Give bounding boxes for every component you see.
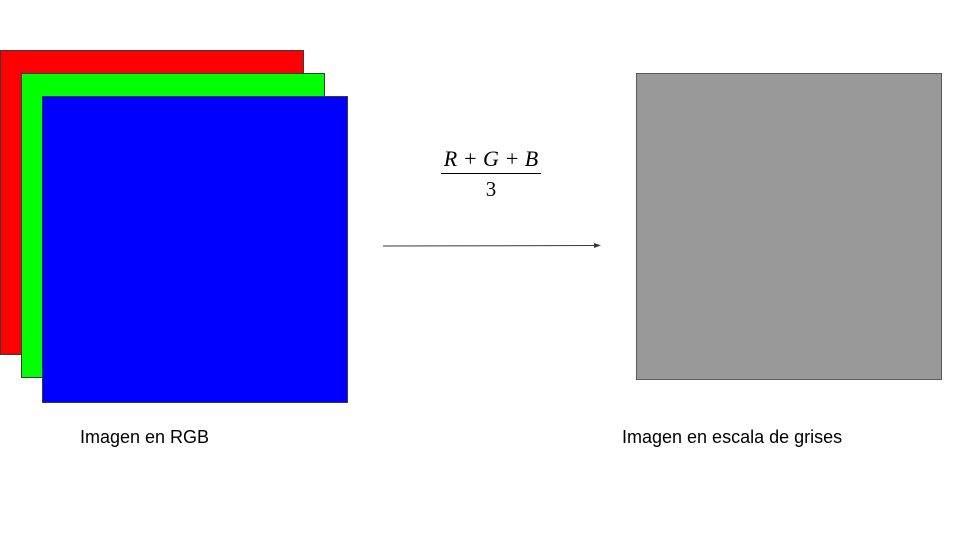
grayscale-square [636, 73, 942, 380]
arrow-right-icon [382, 243, 601, 248]
rgb-image-caption: Imagen en RGB [80, 427, 210, 447]
arrow-shaft [382, 245, 597, 247]
formula-numerator: R + G + B [443, 146, 539, 171]
formula-denominator: 3 [485, 177, 497, 201]
grayscale-formula: R + G + B 3 [441, 146, 541, 201]
fraction-bar [441, 173, 541, 174]
grayscale-image-caption: Imagen en escala de grises [622, 427, 843, 447]
blue-channel-square [42, 96, 348, 403]
arrow-head [594, 243, 601, 248]
